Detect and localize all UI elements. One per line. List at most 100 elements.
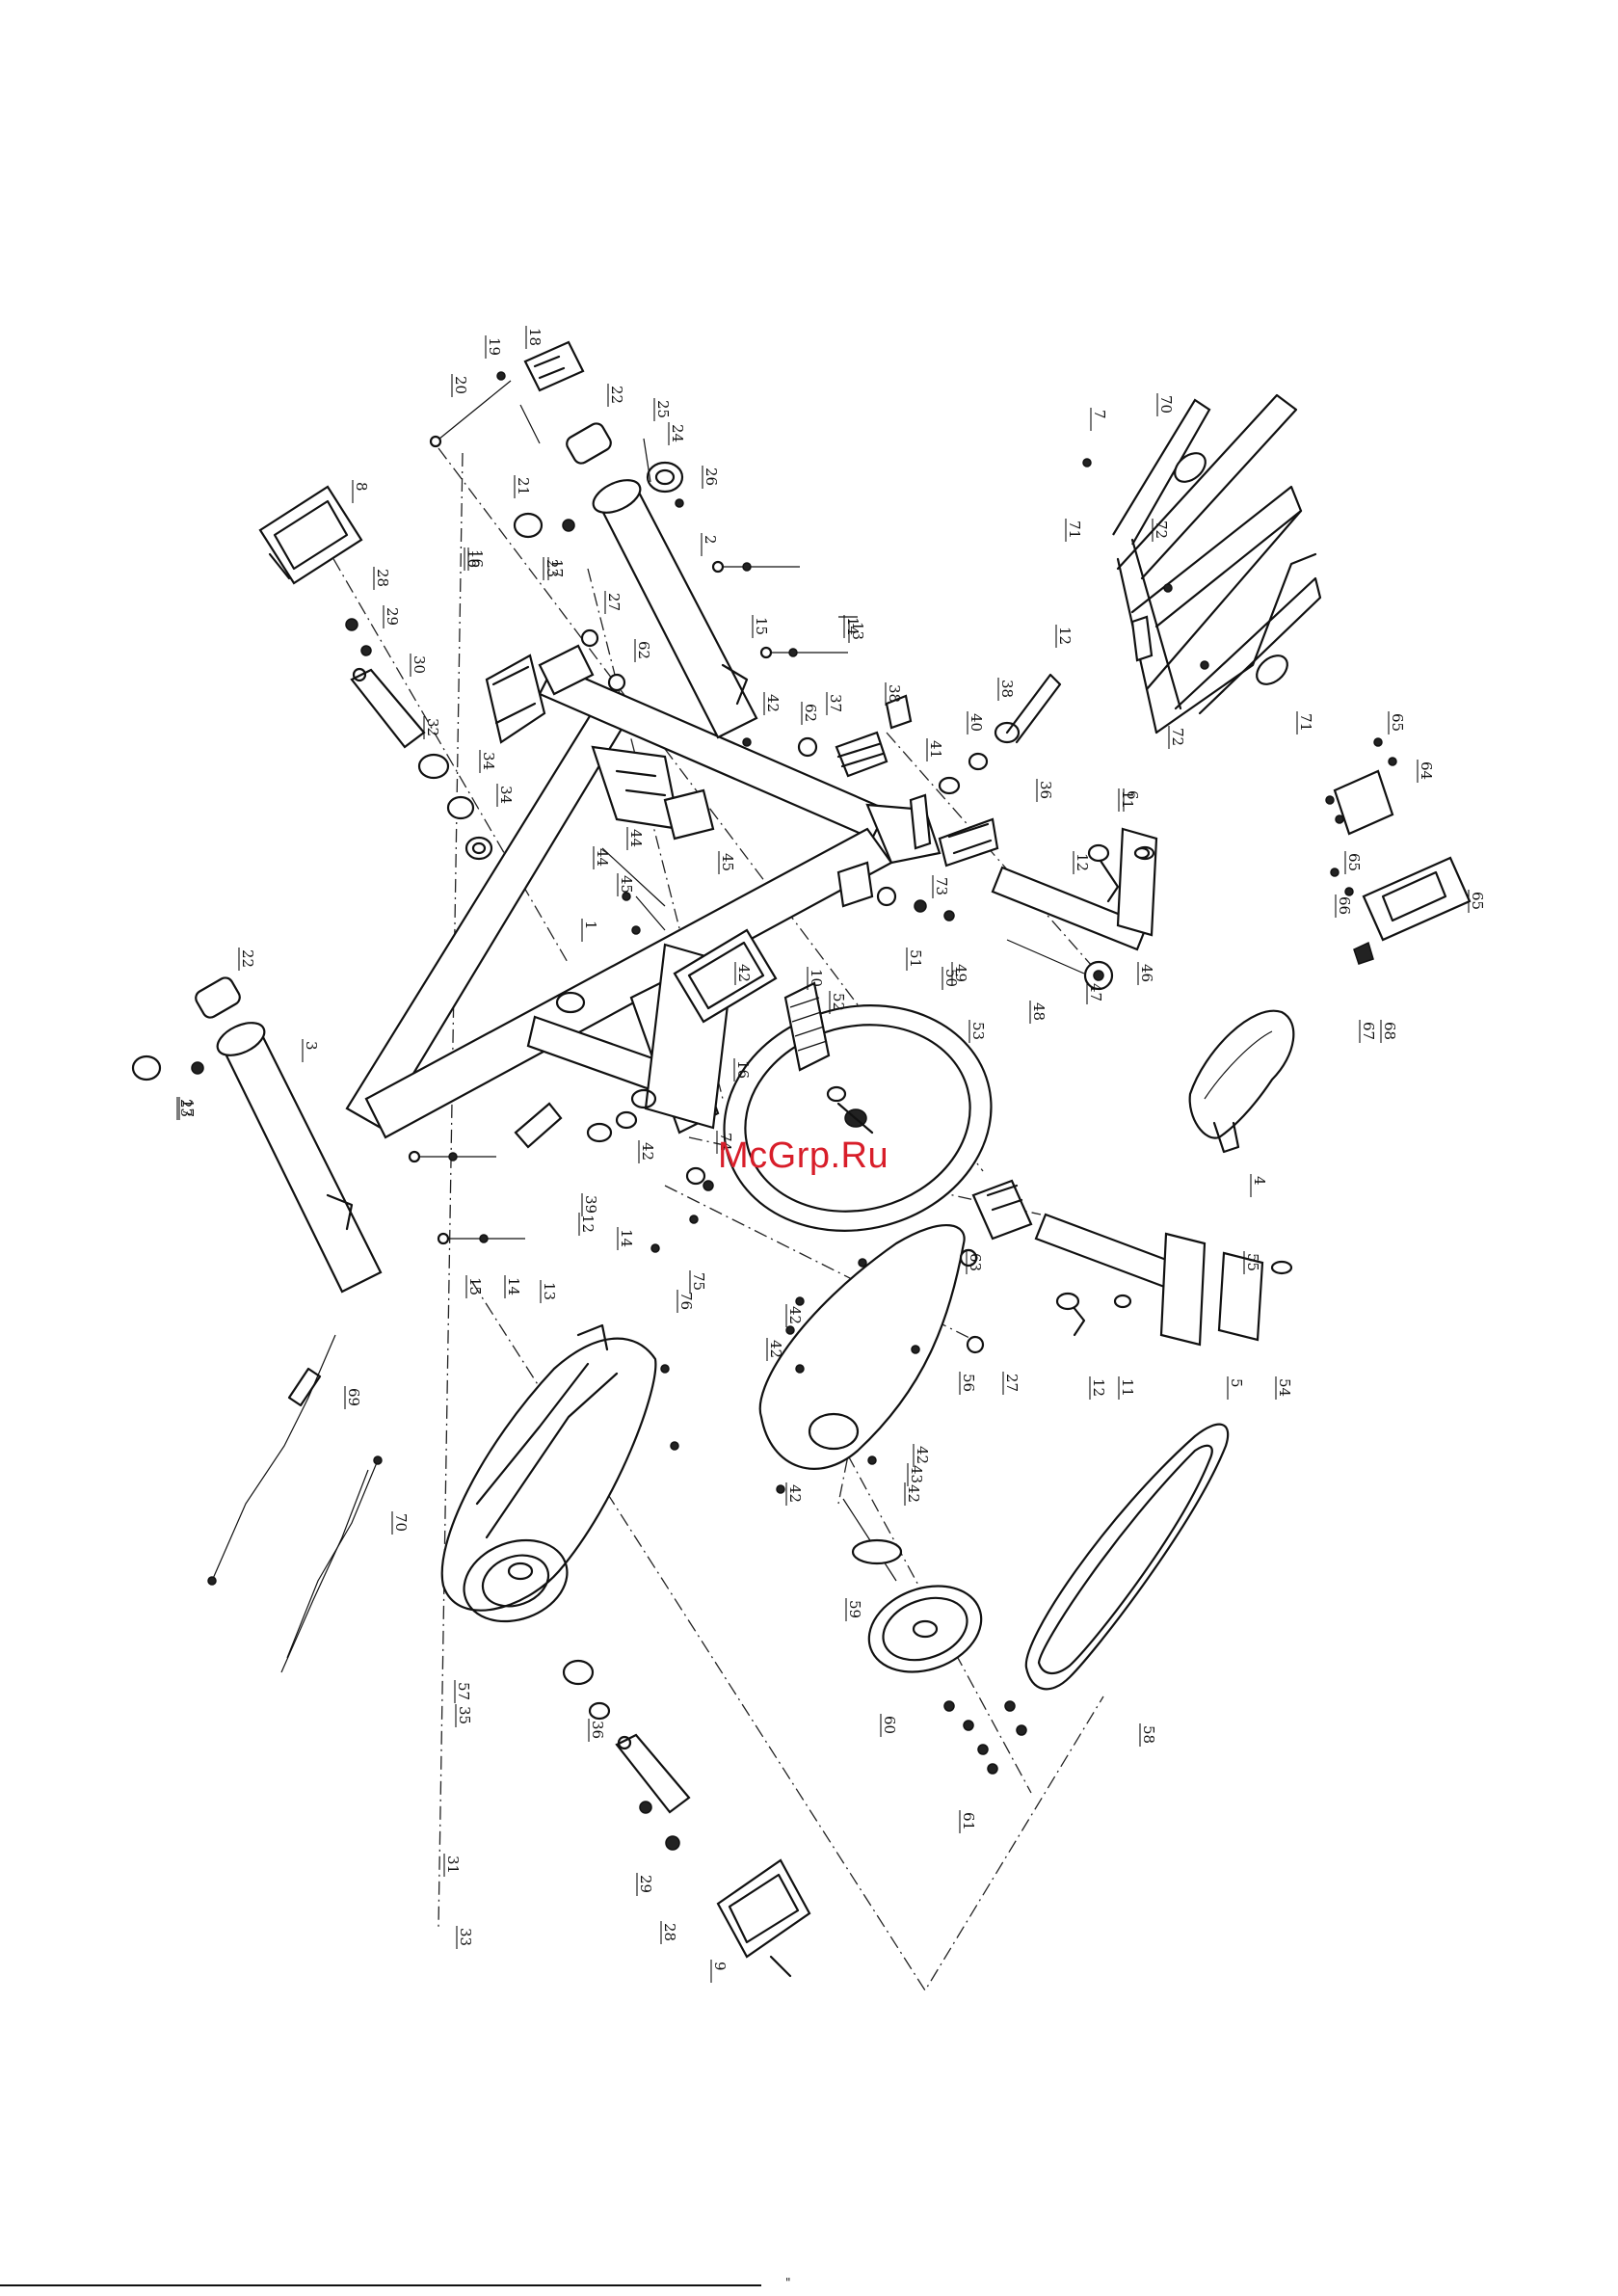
- callout-number: 72: [1153, 521, 1170, 539]
- callout-number: 11: [1119, 790, 1136, 809]
- callout-8: 8: [352, 480, 370, 503]
- callout-14: 14: [617, 1227, 635, 1250]
- callout-55: 55: [1243, 1251, 1261, 1274]
- callout-26: 26: [702, 466, 720, 489]
- callout-number: 42: [639, 1142, 656, 1161]
- callout-number: 16: [734, 1060, 752, 1079]
- callout-number: 28: [374, 569, 391, 587]
- rear-bolts: [408, 1150, 525, 1245]
- callout-12: 12: [1073, 851, 1091, 874]
- callout-42: 42: [913, 1444, 931, 1467]
- callout-35: 35: [455, 1704, 473, 1727]
- callout-74: 74: [716, 1131, 734, 1154]
- callout-19: 19: [485, 335, 503, 359]
- callout-71: 71: [1296, 711, 1314, 734]
- callout-number: 7: [1091, 410, 1108, 419]
- callout-number: 12: [1090, 1378, 1107, 1397]
- callout-number: 54: [1276, 1378, 1293, 1397]
- handlebar: [1082, 393, 1322, 734]
- callout-number: 36: [589, 1721, 606, 1739]
- callout-labels: 1234567891011111212121213131414141515161…: [176, 326, 1486, 1983]
- callout-number: 72: [1169, 728, 1186, 746]
- callout-number: 61: [960, 1812, 977, 1830]
- callout-number: 19: [486, 337, 503, 356]
- callout-number: 21: [515, 477, 532, 495]
- callout-number: 20: [452, 376, 469, 394]
- callout-number: 25: [654, 400, 672, 418]
- callout-number: 17: [548, 559, 566, 577]
- callout-number: 43: [908, 1465, 925, 1483]
- callout-27: 27: [1002, 1372, 1021, 1395]
- callout-29: 29: [636, 1873, 654, 1896]
- callout-number: 57: [455, 1682, 472, 1700]
- callout-11: 11: [1118, 1376, 1136, 1400]
- callout-33: 33: [456, 1926, 474, 1949]
- callout-5: 5: [1227, 1376, 1245, 1400]
- callout-number: 23: [177, 1099, 195, 1117]
- callout-number: 65: [1345, 853, 1363, 871]
- footer-rule: [0, 2284, 761, 2286]
- callout-number: 62: [802, 704, 819, 722]
- callout-21: 21: [514, 475, 532, 498]
- callout-number: 64: [1418, 761, 1435, 780]
- resistance-knob: [429, 340, 585, 448]
- callout-number: 14: [844, 617, 862, 635]
- callout-number: 26: [703, 467, 720, 486]
- callout-42: 42: [763, 692, 782, 715]
- brake-assembly: [601, 788, 831, 1072]
- callout-27: 27: [604, 591, 623, 614]
- callout-number: 18: [526, 328, 544, 346]
- callout-number: 13: [541, 1282, 558, 1300]
- callout-number: 71: [1066, 521, 1083, 539]
- front-stabilizer: [592, 479, 758, 739]
- callout-number: 70: [1157, 395, 1175, 414]
- callout-2: 2: [701, 533, 719, 556]
- callout-23: 23: [176, 1097, 195, 1120]
- callout-number: 16: [468, 549, 486, 568]
- callout-14: 14: [504, 1275, 522, 1298]
- callout-53: 53: [968, 1020, 987, 1043]
- callout-number: 2: [702, 535, 719, 545]
- footer-mark: ": [785, 2276, 791, 2289]
- callout-number: 38: [998, 680, 1016, 698]
- callout-number: 42: [786, 1306, 804, 1324]
- callout-number: 74: [717, 1133, 734, 1151]
- callout-number: 56: [960, 1374, 977, 1392]
- callout-number: 53: [969, 1022, 987, 1040]
- callout-number: 44: [594, 848, 611, 867]
- callout-46: 46: [1137, 962, 1155, 985]
- callout-6: 6: [1123, 788, 1141, 812]
- callout-65: 65: [1344, 851, 1363, 874]
- callout-43: 43: [907, 1463, 925, 1486]
- callout-9: 9: [710, 1960, 729, 1983]
- callout-number: 31: [444, 1855, 462, 1874]
- callout-58: 58: [1139, 1723, 1157, 1747]
- callout-73: 73: [932, 875, 950, 898]
- callout-number: 37: [827, 694, 844, 712]
- callout-number: 27: [1003, 1374, 1021, 1392]
- console: [1325, 737, 1472, 965]
- outer-chain-cover: [440, 1323, 679, 1623]
- callout-number: 41: [927, 740, 944, 759]
- flywheel: [723, 1004, 993, 1232]
- callout-number: 51: [907, 949, 924, 968]
- callout-42: 42: [638, 1140, 656, 1163]
- bottle-holder: [485, 654, 546, 744]
- callout-number: 48: [1030, 1002, 1048, 1021]
- callout-number: 47: [1087, 983, 1104, 1001]
- callout-39: 39: [581, 1193, 599, 1216]
- callout-number: 9: [711, 1962, 729, 1971]
- callout-number: 50: [942, 969, 960, 987]
- callout-25: 25: [653, 398, 672, 421]
- callout-70: 70: [1156, 393, 1175, 416]
- rear-stabilizer: [216, 1022, 383, 1294]
- callout-number: 69: [345, 1388, 362, 1406]
- callout-17: 17: [178, 1097, 197, 1120]
- callout-number: 42: [786, 1484, 804, 1503]
- callout-32: 32: [423, 716, 441, 739]
- callout-68: 68: [1380, 1020, 1398, 1043]
- inner-chain-cover: [758, 1223, 985, 1494]
- callout-29: 29: [383, 605, 401, 628]
- callout-69: 69: [344, 1386, 362, 1409]
